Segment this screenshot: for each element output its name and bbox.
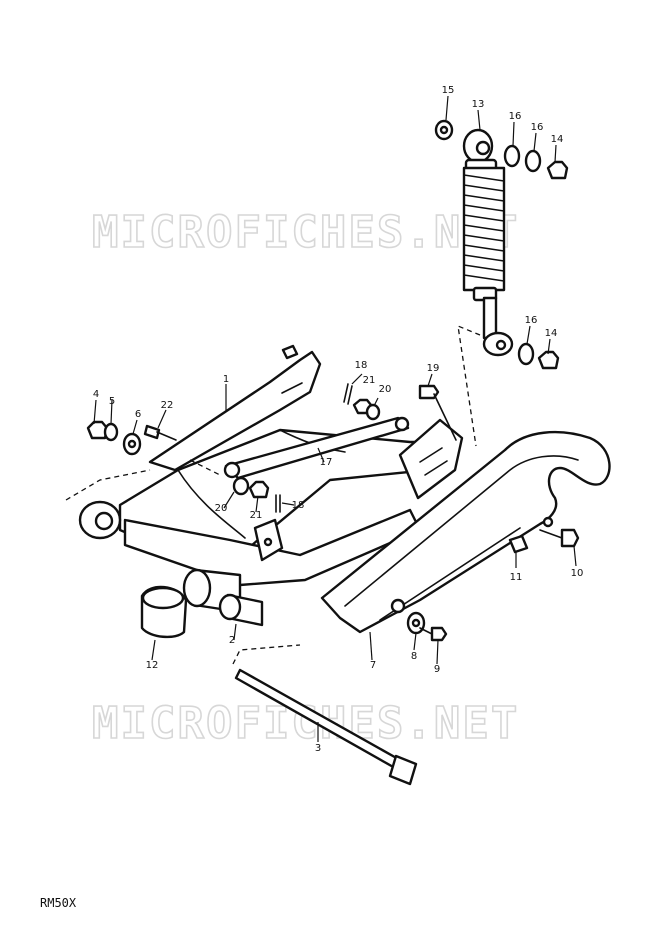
washer-16-lower — [517, 342, 535, 366]
callout-10: 10 — [571, 568, 584, 579]
model-code: RM50X — [40, 896, 77, 910]
bushing-2 — [218, 593, 264, 627]
callout-9: 9 — [434, 664, 440, 675]
callout-3: 3 — [315, 743, 321, 754]
callout-20-lower: 20 — [215, 503, 228, 514]
callout-13: 13 — [472, 99, 485, 110]
plate-11 — [508, 534, 529, 554]
watermark-top: MICROFICHES.NET — [92, 207, 519, 258]
pivot-bolt-3 — [234, 668, 418, 786]
cotter-pin-18-upper — [343, 383, 353, 405]
washer-16-upper-b — [524, 149, 542, 173]
brace-17 — [223, 416, 410, 480]
shock-spring — [462, 166, 506, 292]
callout-22: 22 — [161, 400, 174, 411]
bolt-22 — [143, 424, 177, 441]
bolt-9 — [419, 626, 448, 642]
chain-case-7 — [320, 430, 611, 634]
nut-14-lower — [537, 350, 560, 370]
callout-5: 5 — [109, 396, 115, 407]
callout-21-lower: 21 — [250, 510, 263, 521]
washer-16-upper — [503, 144, 521, 168]
washer-5 — [103, 422, 119, 442]
swingarm — [78, 344, 464, 614]
callout-8: 8 — [411, 651, 417, 662]
callout-16-a: 16 — [509, 111, 522, 122]
callout-15: 15 — [442, 85, 455, 96]
callout-14-lower: 14 — [545, 328, 558, 339]
callout-20-upper: 20 — [379, 384, 392, 395]
washer-20-upper — [365, 403, 381, 421]
callout-19: 19 — [427, 363, 440, 374]
callout-21-upper: 21 — [363, 375, 376, 386]
rear-shock-absorber — [462, 128, 514, 357]
callout-4: 4 — [93, 389, 99, 400]
nut-14-upper — [546, 160, 569, 180]
bushing-12 — [140, 585, 188, 639]
bolt-19 — [418, 384, 457, 441]
callout-14-upper: 14 — [551, 134, 564, 145]
callout-12: 12 — [146, 660, 159, 671]
callout-18-lower: 18 — [292, 500, 305, 511]
callout-11: 11 — [510, 572, 523, 583]
cotter-pin-18-lower — [275, 494, 281, 513]
bolt-10 — [539, 528, 580, 548]
callout-6: 6 — [135, 409, 141, 420]
callout-1: 1 — [223, 374, 229, 385]
callout-7: 7 — [370, 660, 376, 671]
nut-21-lower — [248, 480, 270, 499]
callout-16-c: 16 — [525, 315, 538, 326]
washer-20-lower — [232, 476, 250, 496]
callout-18-upper: 18 — [355, 360, 368, 371]
callout-2: 2 — [229, 635, 235, 646]
callout-17: 17 — [320, 457, 333, 468]
callout-16-b: 16 — [531, 122, 544, 133]
